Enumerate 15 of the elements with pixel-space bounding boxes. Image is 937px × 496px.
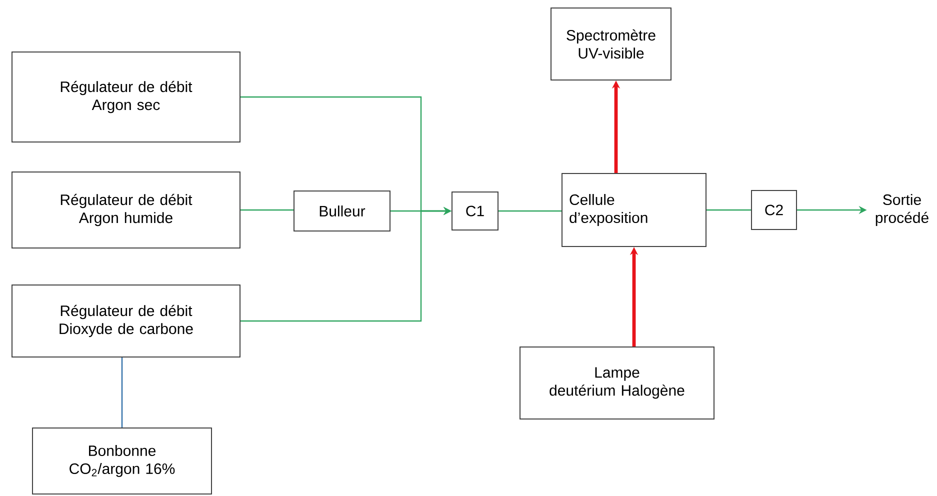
connector-line bbox=[240, 209, 294, 211]
connector-line bbox=[121, 358, 123, 428]
process-box: Bulleur bbox=[294, 190, 390, 232]
process-box: Cellule d’exposition bbox=[562, 173, 706, 247]
connector-line bbox=[498, 210, 562, 212]
process-box: Lampe deutérium Halogène bbox=[520, 346, 714, 420]
process-box: Régulateur de débit Argon sec bbox=[12, 52, 240, 142]
process-box: C1 bbox=[452, 192, 498, 230]
process-box: Spectromètre UV-visible bbox=[550, 8, 672, 80]
process-box: Régulateur de débit Dioxyde de carbone bbox=[12, 284, 240, 358]
outlet-label: Sortie procédé bbox=[876, 194, 928, 226]
process-box: Régulateur de débit Argon humide bbox=[12, 172, 240, 248]
process-box: Bonbonne CO$_{2}$/argon 16% bbox=[32, 428, 212, 494]
process-box: C2 bbox=[751, 190, 797, 230]
connector-line bbox=[706, 209, 751, 211]
